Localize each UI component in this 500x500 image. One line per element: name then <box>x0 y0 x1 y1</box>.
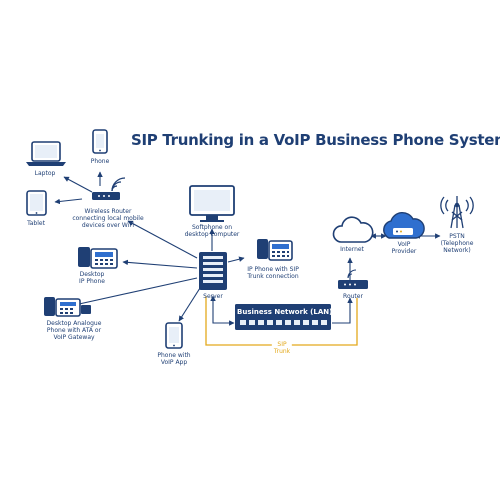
pstn-label-line1: PSTN <box>449 233 465 240</box>
link-server-to-lan <box>210 295 235 326</box>
pstn-label-line2: (Telephone <box>440 240 474 247</box>
ip-phone-sip-label: IP Phone with SIP Trunk connection <box>247 266 299 280</box>
link-server-to-desktop-ip-phone <box>122 259 198 269</box>
phone-label: Phone <box>90 158 110 165</box>
analogue-phone-ata-icon <box>44 297 91 317</box>
softphone-label-line1: Softphone on <box>192 224 232 231</box>
voip-provider-label-line2: Provider <box>391 248 417 255</box>
desktop-ip-phone-label-line2: IP Phone <box>79 278 105 285</box>
wireless-router-label-line1: Wireless Router <box>84 208 132 215</box>
link-server-to-wireless-router <box>127 220 198 259</box>
sip-trunk-label-line1: SIP <box>277 341 287 348</box>
voip-app-phone-label-line2: VoIP App <box>160 359 188 366</box>
laptop-icon <box>26 141 66 166</box>
voip-provider-label: VoIP Provider <box>392 241 417 255</box>
pstn-label-line3: Network) <box>443 247 471 254</box>
internet-label: Internet <box>340 246 364 253</box>
wireless-router-icon <box>92 177 126 200</box>
server-label: Server <box>203 293 223 300</box>
ip-phone-sip-label-line1: IP Phone with SIP <box>247 266 299 273</box>
tablet-icon <box>26 190 47 216</box>
pstn-tower-icon <box>440 196 474 229</box>
mobile-phone-icon <box>92 129 108 154</box>
voip-app-phone-label-line1: Phone with <box>157 352 191 359</box>
business-network-label: Business Network (LAN) <box>237 308 333 316</box>
wireless-router-label-line3: devices over WiFi <box>81 222 135 229</box>
router-icon <box>338 269 368 289</box>
sip-trunk-label-line2: Trunk <box>273 348 291 355</box>
softphone-label-line2: desktop computer <box>184 231 240 238</box>
analogue-phone-label-line1: Desktop Analogue <box>46 320 102 327</box>
voip-provider-cloud-icon <box>383 212 425 239</box>
desktop-ip-phone-icon <box>78 247 118 269</box>
desktop-ip-phone-label: Desktop IP Phone <box>79 271 105 285</box>
laptop-label: Laptop <box>34 170 56 177</box>
business-network-lan <box>235 304 331 330</box>
desktop-computer-icon <box>189 185 235 222</box>
link-router-to-tablet <box>54 198 83 205</box>
smartphone-voip-icon <box>165 322 183 349</box>
link-server-to-ip-phone <box>227 256 245 263</box>
router-label: Router <box>343 293 363 300</box>
voip-app-phone-label: Phone with VoIP App <box>157 352 190 366</box>
link-server-to-voip-app <box>178 287 201 322</box>
diagram-title: SIP Trunking in a VoIP Business Phone Sy… <box>131 131 500 149</box>
pstn-label: PSTN (Telephone Network) <box>441 233 474 254</box>
connection-lines <box>54 171 441 326</box>
ip-phone-sip-label-line2: Trunk connection <box>247 273 299 280</box>
analogue-phone-label: Desktop Analogue Phone with ATA or VoIP … <box>47 320 102 341</box>
internet-cloud-icon <box>332 216 374 243</box>
wireless-router-label-line2: connecting local mobile <box>72 215 144 222</box>
softphone-label: Softphone on desktop computer <box>185 224 240 238</box>
server-icon <box>199 252 227 290</box>
ip-phone-sip-icon <box>257 239 293 261</box>
tablet-label: Tablet <box>27 220 45 227</box>
analogue-phone-label-line2: Phone with ATA or <box>46 327 102 334</box>
link-lan-to-router <box>332 297 353 324</box>
analogue-phone-label-line3: VoIP Gateway <box>53 334 95 341</box>
link-router-to-laptop <box>63 176 93 193</box>
voip-provider-label-line1: VoIP <box>397 241 411 248</box>
sip-trunk-label: SIP Trunk <box>271 341 293 355</box>
wireless-router-label: Wireless Router connecting local mobile … <box>72 208 143 229</box>
desktop-ip-phone-label-line1: Desktop <box>79 271 105 278</box>
link-server-to-analogue-phone <box>69 277 198 308</box>
